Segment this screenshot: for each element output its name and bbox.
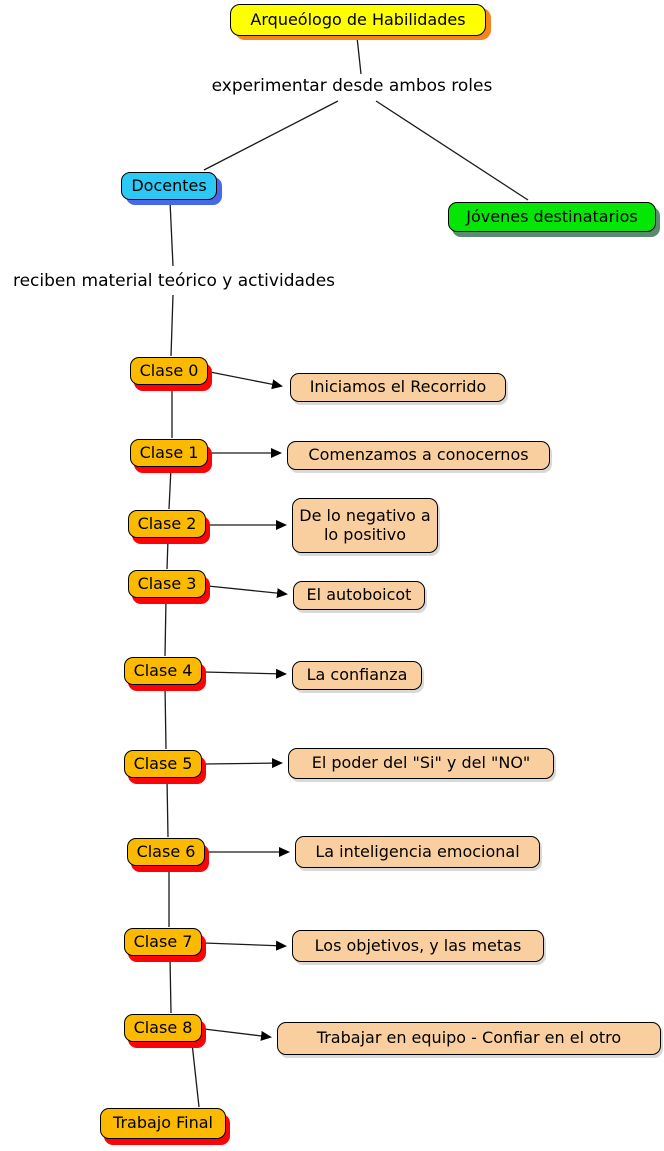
linking-phrase-roles[interactable]: experimentar desde ambos roles [211, 76, 493, 96]
linking-phrase-material[interactable]: reciben material teórico y actividades [12, 271, 336, 291]
topic-node-7[interactable]: Los objetivos, y las metas [292, 930, 544, 962]
topic-node-1[interactable]: Comenzamos a conocernos [287, 441, 550, 470]
topic-node-4[interactable]: La confianza [292, 661, 422, 690]
class-node-3[interactable]: Clase 3 [128, 570, 206, 598]
topic-node-2[interactable]: De lo negativo a lo positivo [292, 498, 438, 553]
concept-node-jovenes[interactable]: Jóvenes destinatarios [448, 202, 656, 232]
class-node-6[interactable]: Clase 6 [127, 838, 205, 866]
concept-node-final[interactable]: Trabajo Final [100, 1108, 226, 1139]
class-node-8[interactable]: Clase 8 [124, 1014, 202, 1042]
topic-node-6[interactable]: La inteligencia emocional [295, 836, 540, 868]
concept-node-docentes[interactable]: Docentes [121, 172, 217, 200]
topic-node-0[interactable]: Iniciamos el Recorrido [290, 373, 506, 402]
class-node-1[interactable]: Clase 1 [130, 439, 208, 467]
class-node-2[interactable]: Clase 2 [128, 510, 206, 538]
class-node-5[interactable]: Clase 5 [124, 750, 202, 778]
class-node-0[interactable]: Clase 0 [130, 357, 208, 385]
topic-node-5[interactable]: El poder del "Si" y del "NO" [288, 748, 554, 779]
topic-node-8[interactable]: Trabajar en equipo - Confiar en el otro [277, 1022, 661, 1055]
concept-node-root[interactable]: Arqueólogo de Habilidades [230, 4, 486, 36]
class-node-4[interactable]: Clase 4 [124, 657, 202, 685]
class-node-7[interactable]: Clase 7 [124, 928, 202, 956]
topic-node-3[interactable]: El autoboicot [293, 581, 425, 610]
